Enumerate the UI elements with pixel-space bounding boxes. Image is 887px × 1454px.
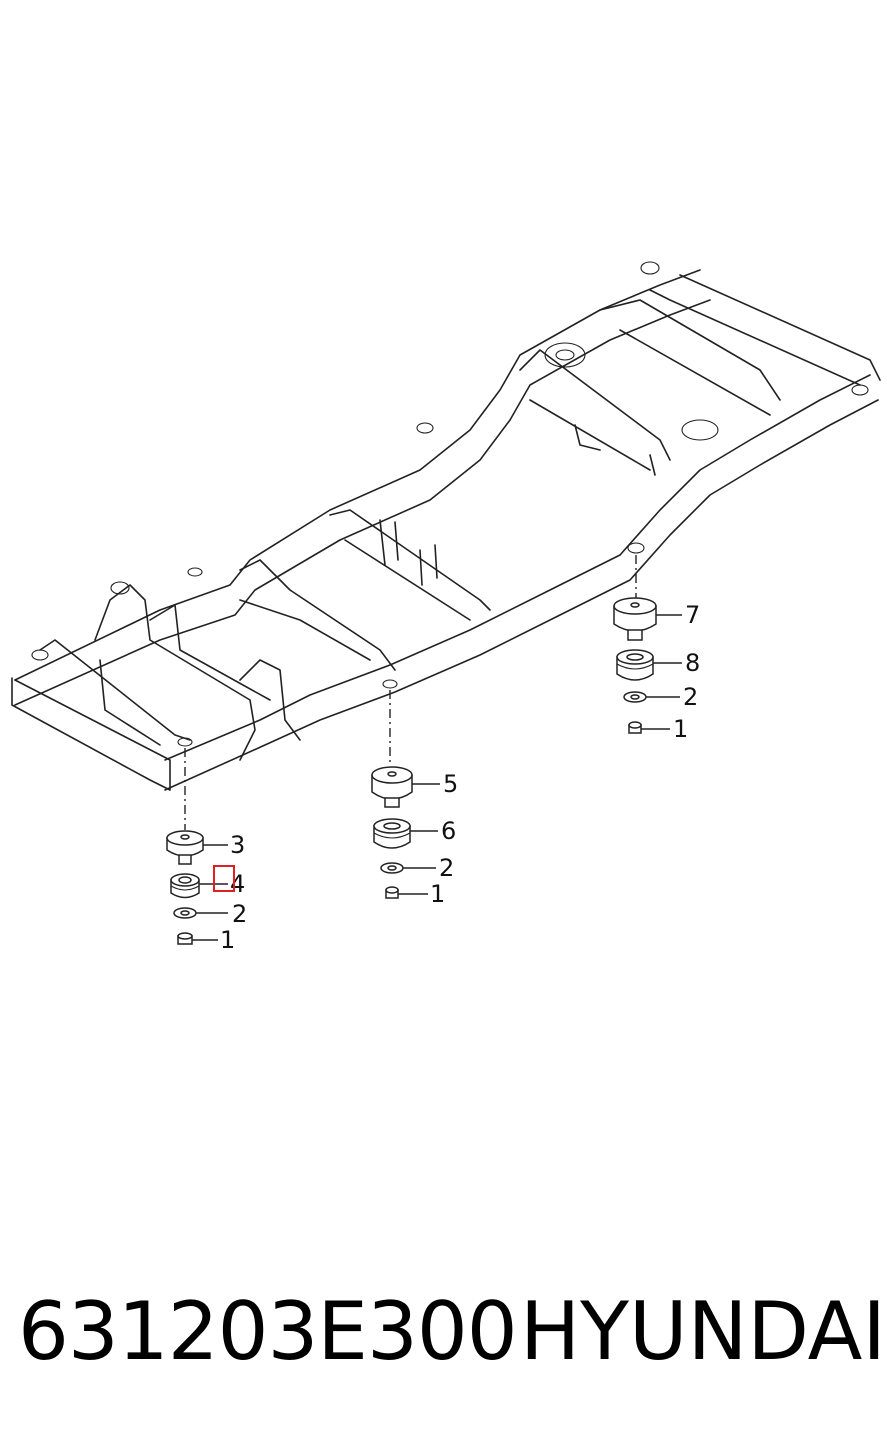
callout-2-rear: 2 xyxy=(683,683,698,711)
callout-5: 5 xyxy=(443,770,458,798)
callout-7: 7 xyxy=(685,601,700,629)
upper-body-mount-part[interactable] xyxy=(613,597,657,641)
lower-body-mount-part[interactable] xyxy=(373,818,411,849)
mount-stack-front: 3 4 2 1 xyxy=(166,830,247,954)
lower-body-mount-part[interactable] xyxy=(616,649,654,681)
callout-1-center: 1 xyxy=(430,880,445,908)
callout-3: 3 xyxy=(230,831,245,859)
callout-2-center: 2 xyxy=(439,854,454,882)
washer-part[interactable] xyxy=(623,691,647,703)
mount-stack-center: 5 6 2 1 xyxy=(371,766,458,908)
washer-part[interactable] xyxy=(173,907,197,919)
part-number: 631203E300 xyxy=(18,1285,518,1378)
frame-exploded-diagram: 3 4 2 1 5 6 2 xyxy=(11,261,881,954)
callout-8: 8 xyxy=(685,649,700,677)
lower-body-mount-part[interactable] xyxy=(170,873,200,899)
nut-part[interactable] xyxy=(177,932,193,945)
nut-part[interactable] xyxy=(628,721,642,734)
callout-1-rear: 1 xyxy=(673,715,688,743)
brand-name: HYUNDAI xyxy=(520,1285,886,1378)
mount-stack-rear: 7 8 2 1 xyxy=(613,597,700,743)
nut-part[interactable] xyxy=(385,886,399,899)
upper-body-mount-part[interactable] xyxy=(371,766,413,808)
chassis-frame xyxy=(11,261,881,791)
callout-6: 6 xyxy=(441,817,456,845)
callout-4: 4 xyxy=(230,870,245,898)
highlight-box xyxy=(213,865,235,892)
callout-1-front: 1 xyxy=(220,926,235,954)
washer-part[interactable] xyxy=(380,862,404,874)
upper-body-mount-part[interactable] xyxy=(166,830,204,865)
callout-2-front: 2 xyxy=(232,900,247,928)
